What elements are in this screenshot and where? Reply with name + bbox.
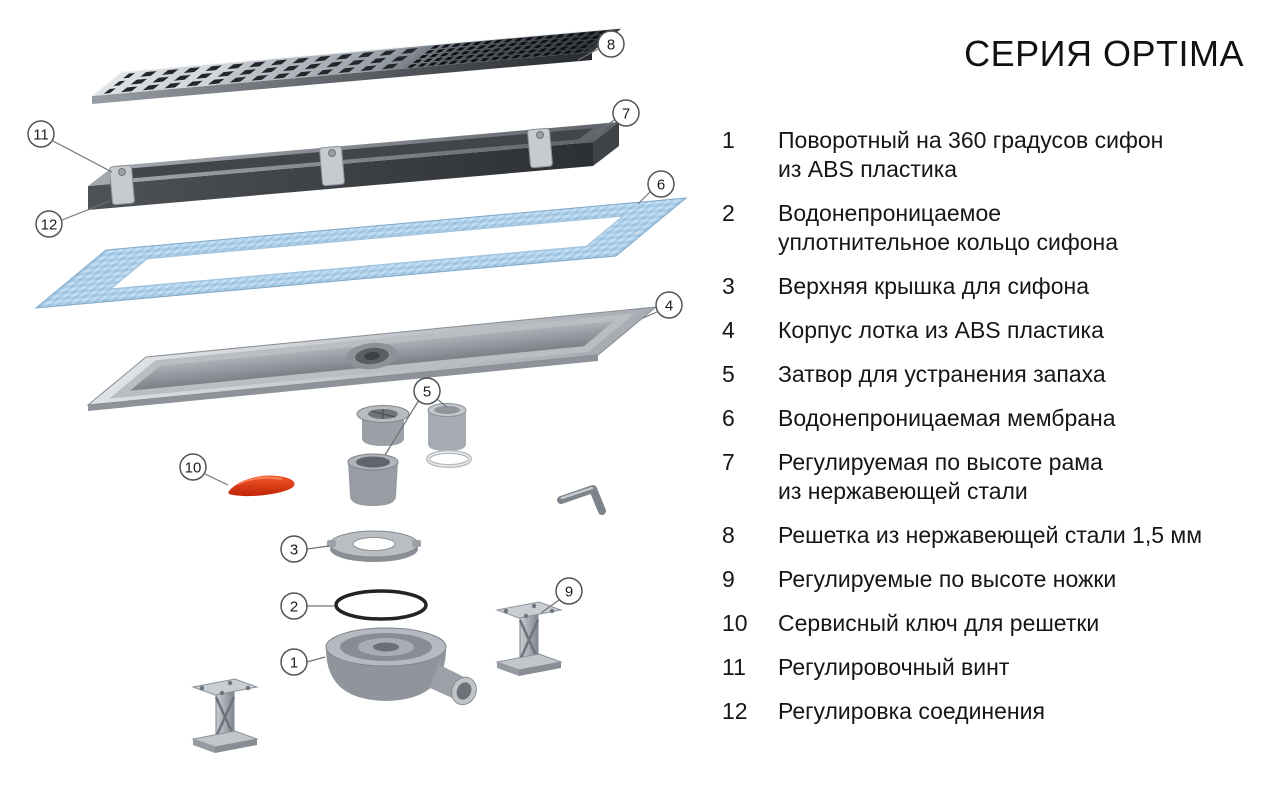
drain-hole [346,342,398,370]
svg-text:9: 9 [565,584,573,601]
parts-list-item: 10 Сервисный ключ для решетки [722,609,1270,638]
frame-clips [109,127,553,206]
odor-trap-cup [347,453,399,506]
page-title: СЕРИЯ OPTIMA [964,33,1244,74]
part-label: Затвор для устранения запаха [778,360,1106,387]
callout-11: 11 [27,120,55,148]
callout-5: 5 [413,377,441,405]
svg-text:6: 6 [657,177,665,194]
parts-list-item: 3 Верхняя крышка для сифона [722,272,1270,301]
svg-text:3: 3 [290,542,298,559]
part-label: Регулируемые по высоте ножки [778,565,1117,592]
parts-list: 1 Поворотный на 360 градусов сифон из AB… [722,126,1270,726]
part-label: Поворотный на 360 градусов сифон из ABS … [778,127,1164,182]
svg-text:4: 4 [665,298,673,315]
adjustment-screw [118,168,126,176]
svg-text:2: 2 [290,599,298,616]
parts-list-item: 12 Регулировка соединения [722,697,1270,726]
seal-ring-small [426,450,472,468]
frame-illustration [88,122,619,210]
svg-text:11: 11 [33,127,49,144]
callout-6: 6 [647,170,675,198]
part-label: Регулируемая по высоте рама из нержавеющ… [778,448,1103,504]
part-number: 11 [722,653,746,680]
part-label: Регулировка соединения [778,697,1045,724]
parts-list-item: 1 Поворотный на 360 градусов сифон из AB… [722,126,1270,184]
part-number: 1 [722,127,735,153]
callout-10: 10 [179,453,207,481]
parts-list-item: 11 Регулировочный винт [722,653,1270,682]
callout-1: 1 [280,648,308,676]
exploded-diagram: 8 7 6 4 5 11 12 10 [0,27,710,755]
part-number: 2 [722,199,735,226]
part-number: 7 [722,448,735,475]
part-number: 9 [722,565,735,592]
part-label: Водонепроницаемая мембрана [778,404,1116,431]
svg-text:8: 8 [607,37,615,54]
allen-key [557,485,606,515]
callout-4: 4 [655,291,683,319]
part-number: 8 [722,521,735,548]
foot-left [191,677,259,755]
parts-list-item: 9 Регулируемые по высоте ножки [722,565,1270,594]
part-number: 10 [722,609,748,636]
callout-7: 7 [612,99,640,127]
foot-right [495,600,563,678]
svg-text:1: 1 [290,655,298,672]
svg-text:10: 10 [185,460,202,477]
part-number: 3 [722,272,735,299]
callout-2: 2 [280,592,308,620]
parts-list-item: 7 Регулируемая по высоте рама из нержаве… [722,448,1270,506]
part-number: 6 [722,404,735,431]
part-number: 5 [722,360,735,387]
o-ring [334,589,428,621]
parts-list-item: 5 Затвор для устранения запаха [722,360,1270,389]
part-number: 4 [722,316,735,343]
siphon-body [325,627,477,706]
part-label: Корпус лотка из ABS пластика [778,316,1104,343]
part-number: 12 [722,697,748,724]
parts-list-item: 8 Решетка из нержавеющей стали 1,5 мм [722,521,1270,550]
tray-illustration [88,307,656,411]
odor-trap-top [356,405,410,446]
part-label: Решетка из нержавеющей стали 1,5 мм [778,521,1203,548]
siphon-cover-ring [327,530,421,562]
part-label: Сервисный ключ для решетки [778,609,1100,636]
svg-text:7: 7 [622,106,630,123]
service-key [228,475,295,497]
part-label: Водонепроницаемое уплотнительное кольцо … [778,199,1119,255]
parts-list-item: 4 Корпус лотка из ABS пластика [722,316,1270,345]
svg-text:12: 12 [41,217,58,234]
part-label: Верхняя крышка для сифона [778,272,1089,299]
parts-list-item: 2 Водонепроницаемое уплотнительное кольц… [722,199,1270,257]
callout-9: 9 [555,577,583,605]
parts-list-item: 6 Водонепроницаемая мембрана [722,404,1270,433]
grate-illustration [92,27,623,104]
part-label: Регулировочный винт [778,653,1010,680]
callout-3: 3 [280,535,308,563]
callout-8: 8 [597,30,625,58]
membrane-illustration [36,198,686,308]
callout-12: 12 [35,210,63,238]
svg-text:5: 5 [423,384,431,401]
siphon-sleeve [427,403,467,451]
